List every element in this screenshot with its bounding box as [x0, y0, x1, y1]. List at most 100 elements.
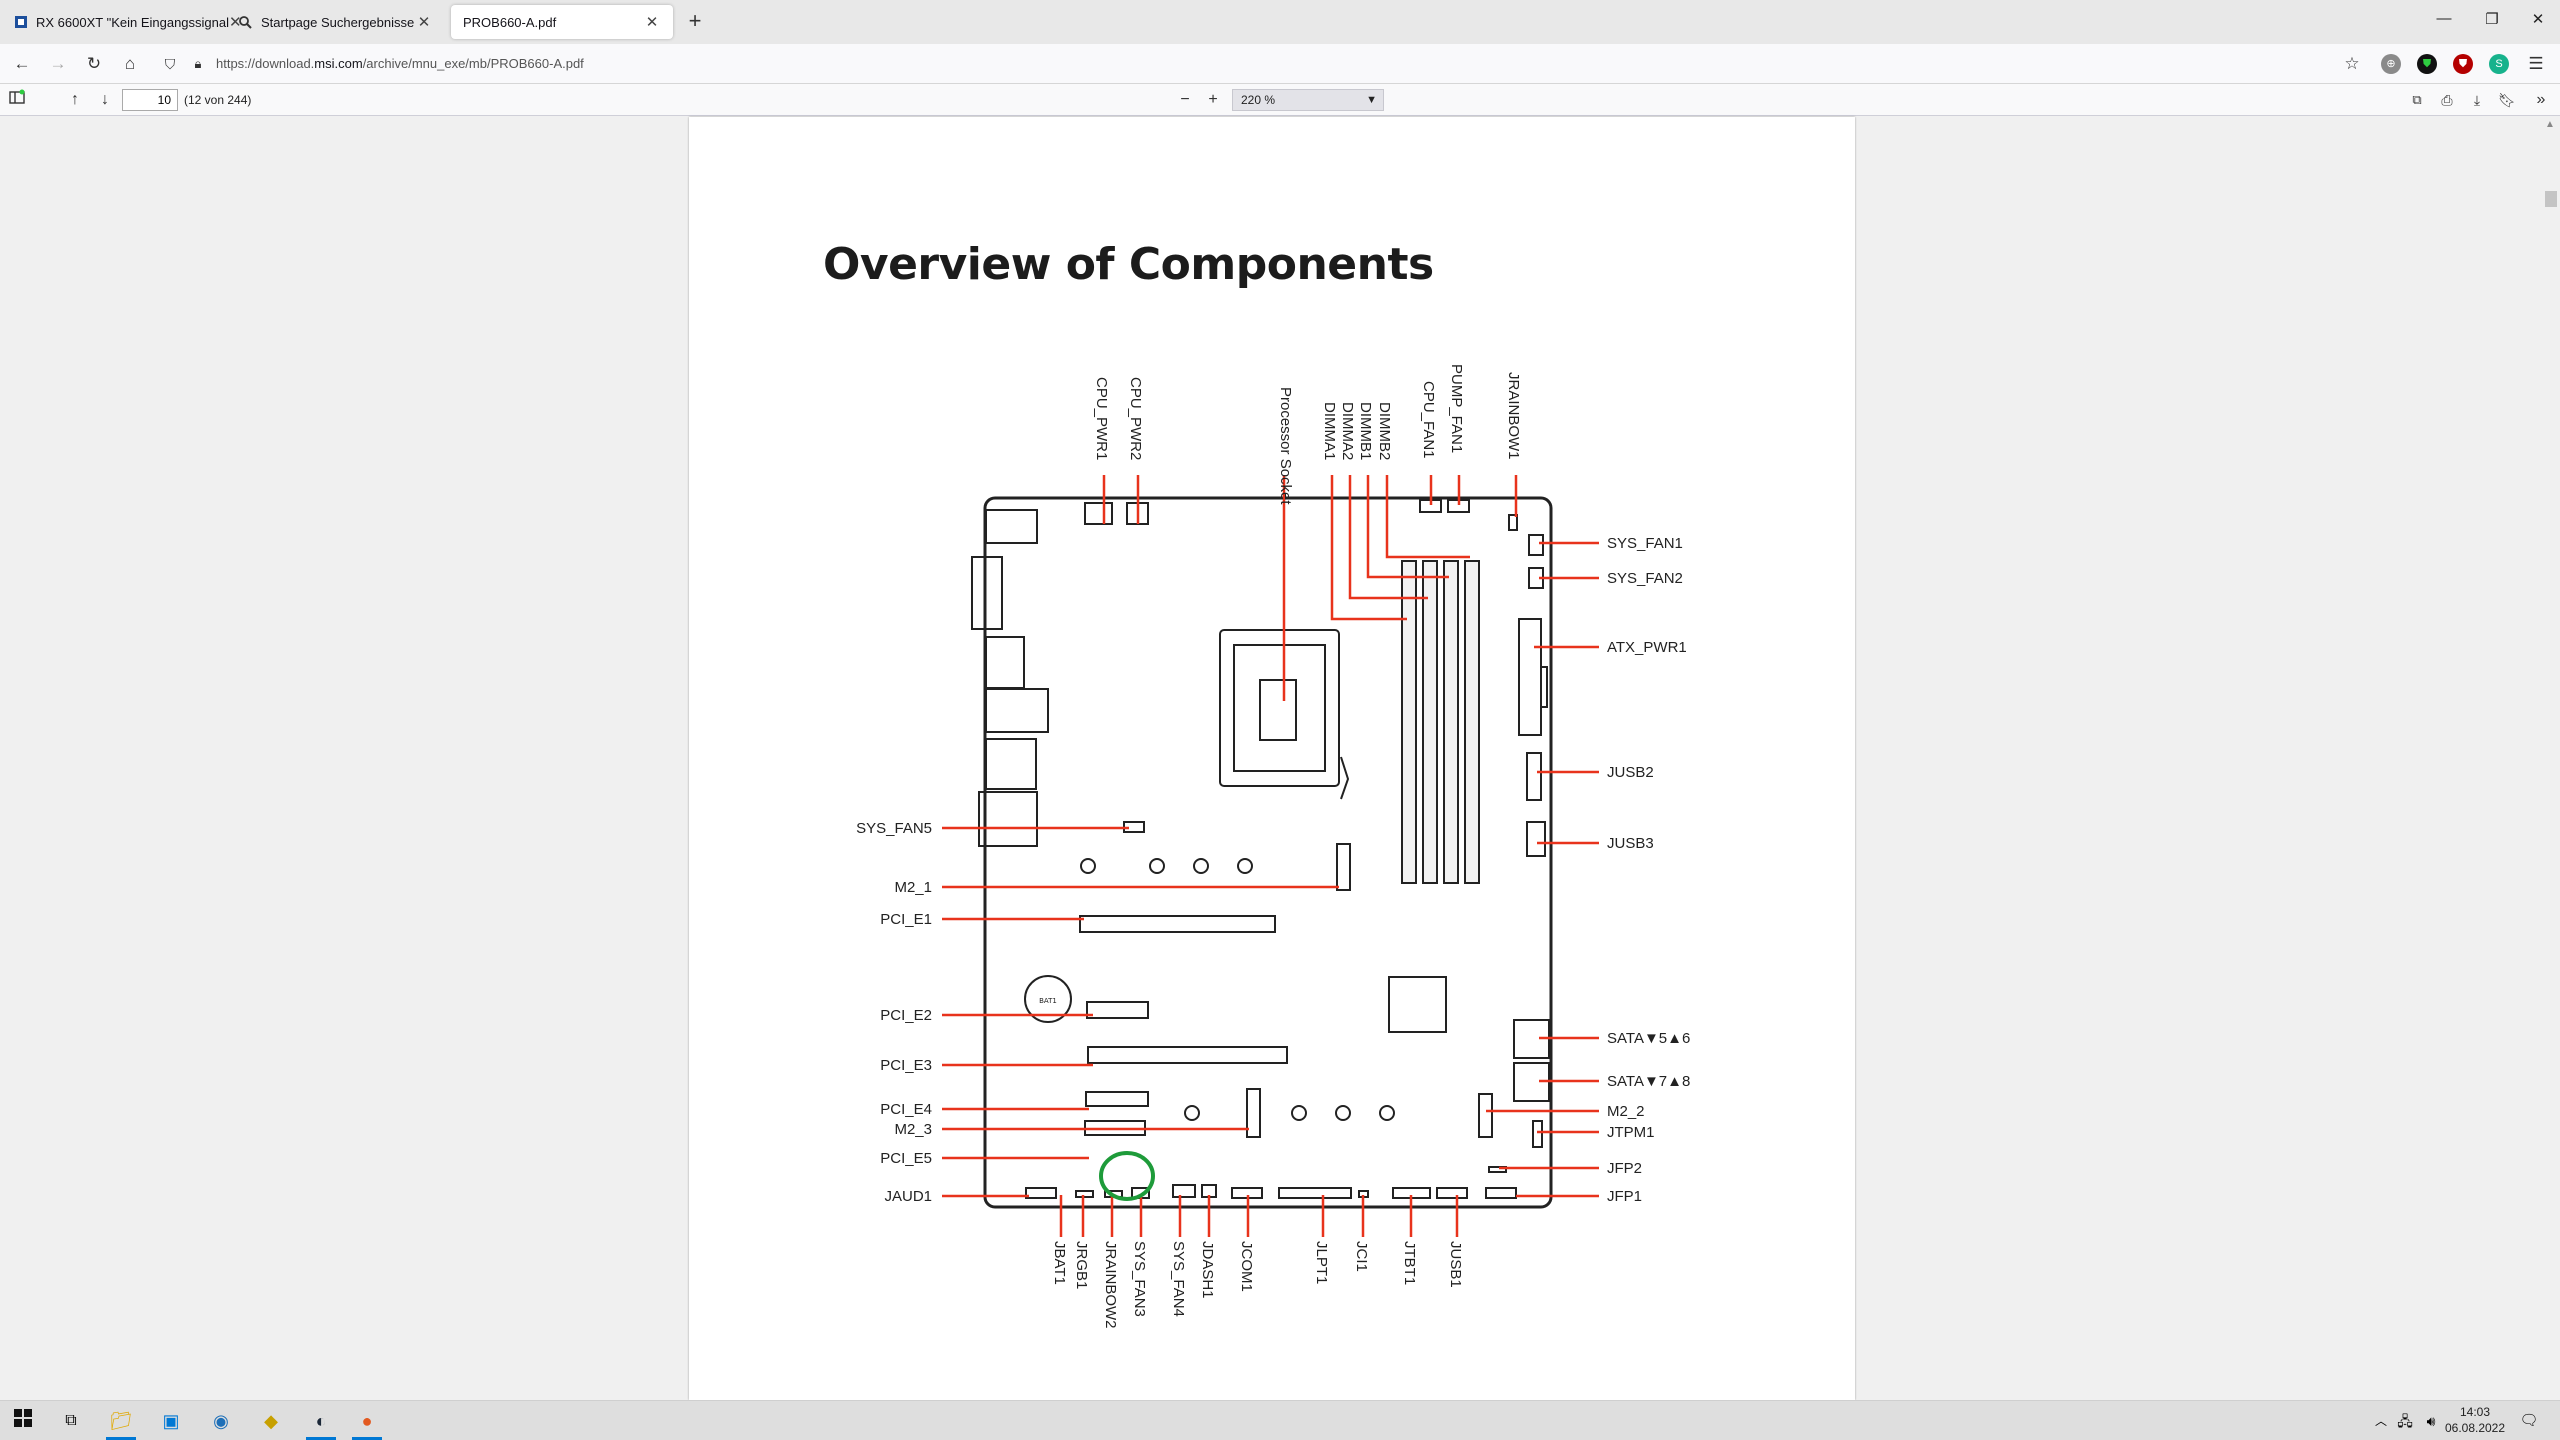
close-window-icon[interactable]: ✕ — [2531, 11, 2545, 28]
bookmark-star-icon[interactable]: ☆ — [2344, 54, 2360, 73]
labels-left: SYS_FAN5 M2_1 PCI_E1 PCI_E2 PCI_E3 PCI_E… — [856, 820, 932, 1205]
active-indicator — [106, 1437, 136, 1440]
new-tab-button[interactable]: + — [688, 8, 702, 33]
active-indicator — [306, 1437, 336, 1440]
file-explorer-icon[interactable]: 📁︎ — [109, 1411, 133, 1431]
label-sys-fan1: SYS_FAN1 — [1607, 535, 1683, 552]
control-panel-icon[interactable]: ▣ — [162, 1411, 180, 1431]
menu-icon[interactable]: ☰ — [2528, 54, 2544, 73]
label-atx-pwr1: ATX_PWR1 — [1607, 639, 1687, 656]
chipset — [1388, 976, 1447, 1033]
firefox-icon[interactable]: ● — [361, 1411, 373, 1431]
label-jfp2: JFP2 — [1607, 1160, 1642, 1177]
bookmark-icon[interactable]: 🔖︎ — [2498, 92, 2516, 108]
label-jaud1: JAUD1 — [884, 1188, 932, 1205]
label-dimmb1: DIMMB1 — [1357, 402, 1374, 460]
label-jusb3: JUSB3 — [1607, 835, 1654, 852]
label-jrainbow2: JRAINBOW2 — [1102, 1241, 1119, 1329]
save-icon[interactable]: ⤓ — [2473, 92, 2481, 108]
label-jci1: JCI1 — [1353, 1241, 1370, 1272]
label-dimma2: DIMMA2 — [1339, 402, 1356, 460]
board-outline — [983, 496, 1553, 1209]
reload-icon[interactable]: ↻ — [86, 54, 102, 73]
app-icon[interactable]: ◆ — [264, 1411, 278, 1431]
ublock-icon[interactable]: ⛊ — [2453, 54, 2473, 74]
pcie-slots — [1079, 915, 1288, 1136]
active-indicator — [352, 1437, 382, 1440]
page-number-input[interactable] — [122, 89, 178, 111]
io-ports — [971, 509, 1049, 847]
shield-icon[interactable]: ⛉ — [164, 56, 176, 72]
url-bar[interactable]: https://download.msi.com/archive/mnu_exe… — [216, 51, 2436, 77]
tray-chevron-up-icon[interactable]: ︿ — [2374, 1414, 2387, 1428]
highlight-circle — [1099, 1151, 1155, 1201]
fan-headers-top — [1419, 499, 1518, 531]
zoom-out-icon[interactable]: − — [1180, 91, 1190, 108]
taskbar: ⧉ 📁︎ ▣ ◉ ◆ ◐ ● ︿ 🖧︎ 🔊︎ 14:03 06.08.2022 … — [0, 1400, 2560, 1440]
steam-icon[interactable]: ◐ — [315, 1411, 327, 1431]
home-icon[interactable]: ⌂ — [124, 54, 136, 73]
navigation-bar: ← → ↻ ⌂ ⛉ 🔒︎ https://download.msi.com/ar… — [0, 44, 2560, 84]
label-pci-e3: PCI_E3 — [880, 1057, 932, 1074]
notifications-icon[interactable]: 🗨︎ — [2519, 1412, 2539, 1429]
tab-rx6600xt[interactable]: RX 6600XT "Kein Eingangssignal ✕ — [2, 5, 242, 39]
github-icon[interactable]: ◉ — [213, 1411, 229, 1431]
presentation-mode-icon[interactable]: ⧉ — [2412, 92, 2422, 107]
restore-icon[interactable]: ❐ — [2485, 11, 2499, 28]
label-jfp1: JFP1 — [1607, 1188, 1642, 1205]
adblock-icon[interactable]: ⛊ — [2417, 54, 2437, 74]
scroll-up-icon[interactable]: ▲ — [2545, 119, 2555, 130]
label-m2-3: M2_3 — [894, 1121, 932, 1138]
site-favicon-icon — [14, 14, 28, 30]
forward-icon[interactable]: → — [49, 54, 67, 73]
volume-icon[interactable]: 🔊︎ — [2426, 1413, 2436, 1429]
label-pci-e4: PCI_E4 — [880, 1101, 932, 1118]
close-tab-icon[interactable]: ✕ — [417, 14, 431, 31]
lock-icon[interactable]: 🔒︎ — [194, 56, 202, 71]
label-jusb2: JUSB2 — [1607, 764, 1654, 781]
right-connectors — [1478, 534, 1550, 1173]
callout-lines — [942, 475, 1599, 1237]
zoom-select[interactable]: 220 %▼ — [1232, 89, 1384, 111]
label-jusb1: JUSB1 — [1447, 1241, 1464, 1288]
scroll-thumb[interactable] — [2545, 191, 2557, 207]
url-prefix: https://download. — [216, 56, 315, 71]
network-icon[interactable]: 🖧︎ — [2397, 1413, 2413, 1429]
tab-startpage[interactable]: Startpage Suchergebnisse ✕ — [225, 5, 445, 39]
label-sata56: SATA▼5▲6 — [1607, 1030, 1690, 1047]
extension-s-icon[interactable]: S — [2489, 54, 2509, 74]
pdf-toolbar: ↑ ↓ (12 von 244) − + 220 %▼ ⧉ ⎙ ⤓ 🔖︎ » — [0, 84, 2560, 116]
task-view-icon[interactable]: ⧉ — [65, 1412, 77, 1429]
m2-slots — [1246, 843, 1351, 1138]
minimize-icon[interactable]: — — [2436, 10, 2452, 27]
cpu-socket — [1219, 629, 1350, 800]
pdf-viewer[interactable]: Overview of Components — [0, 117, 2560, 1400]
previous-page-icon[interactable]: ↑ — [71, 91, 79, 108]
label-pci-e2: PCI_E2 — [880, 1007, 932, 1024]
close-tab-icon[interactable]: ✕ — [229, 14, 242, 31]
label-pci-e1: PCI_E1 — [880, 911, 932, 928]
zoom-in-icon[interactable]: + — [1208, 91, 1218, 108]
close-tab-icon[interactable]: ✕ — [645, 14, 659, 31]
label-jcom1: JCOM1 — [1238, 1241, 1255, 1292]
vertical-scrollbar[interactable]: ▲ — [2540, 117, 2560, 1400]
extension-icon[interactable]: ⊕ — [2381, 54, 2401, 74]
label-jtpm1: JTPM1 — [1607, 1124, 1655, 1141]
zoom-value: 220 % — [1241, 93, 1276, 107]
label-pci-e5: PCI_E5 — [880, 1150, 932, 1167]
tools-icon[interactable]: » — [2536, 91, 2546, 108]
dimm-slots — [1401, 560, 1480, 884]
page-count: (12 von 244) — [184, 93, 252, 107]
next-page-icon[interactable]: ↓ — [101, 91, 109, 108]
search-icon — [237, 14, 253, 30]
print-icon[interactable]: ⎙ — [2441, 92, 2453, 108]
tab-strip: RX 6600XT "Kein Eingangssignal ✕ Startpa… — [0, 0, 2560, 44]
label-processor-socket: Processor Socket — [1277, 387, 1294, 505]
label-sys-fan4: SYS_FAN4 — [1170, 1241, 1187, 1317]
windows-start-icon[interactable] — [10, 1408, 36, 1434]
back-icon[interactable]: ← — [13, 54, 31, 73]
sidebar-toggle-icon[interactable] — [6, 89, 28, 111]
tab-label: PROB660-A.pdf — [463, 14, 557, 30]
clock[interactable]: 14:03 06.08.2022 — [2440, 1404, 2510, 1436]
tab-pdf[interactable]: PROB660-A.pdf ✕ — [451, 5, 673, 39]
